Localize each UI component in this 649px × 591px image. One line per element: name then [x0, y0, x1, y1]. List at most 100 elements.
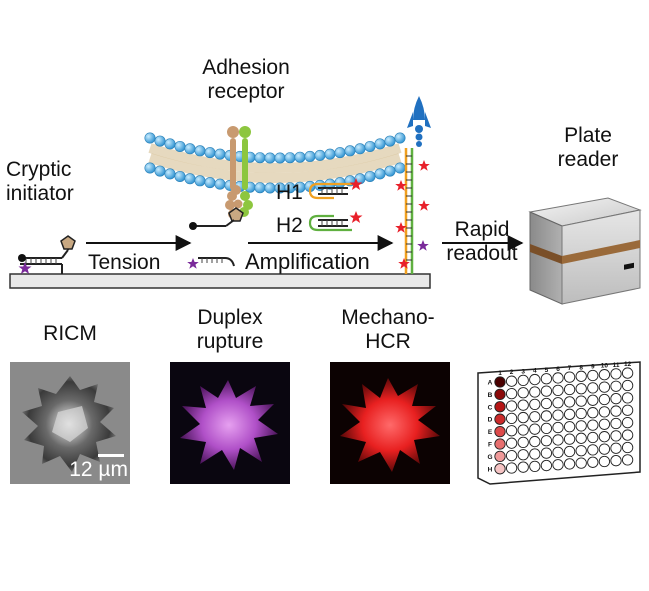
plate-reader-label: Plate reader — [557, 124, 619, 171]
lipid-head — [184, 173, 196, 185]
plate-well — [610, 380, 622, 392]
plate-well — [517, 449, 529, 461]
plate-well — [552, 434, 564, 446]
lipid-head — [204, 177, 216, 189]
released-strand — [198, 257, 235, 267]
plate-row-label: H — [488, 466, 493, 473]
plate-well — [494, 425, 506, 438]
ricm-image: 12 µm — [10, 362, 130, 484]
plate-well — [621, 417, 634, 429]
lipid-head — [384, 135, 396, 147]
plate-well — [517, 374, 529, 387]
plate-well — [529, 423, 541, 435]
plate-well — [587, 456, 599, 468]
plate-well — [494, 376, 506, 388]
red-star-h2 — [349, 211, 363, 223]
plate-well — [552, 459, 564, 471]
plate-row-label: E — [488, 429, 493, 436]
initiator-duplex-left — [18, 235, 76, 274]
scale-bar-label: 12 µm — [69, 458, 128, 481]
lipid-head — [264, 152, 276, 164]
plate-well — [575, 445, 587, 457]
plate-well — [517, 424, 529, 436]
lipid-head — [284, 152, 296, 164]
lipid-head — [144, 162, 156, 174]
plate-well — [575, 383, 587, 395]
plate-well — [587, 431, 599, 444]
hcr-red-stars — [395, 160, 430, 269]
plate-well — [563, 396, 576, 408]
plate-well — [494, 401, 506, 413]
plate-well — [575, 420, 587, 432]
plate-well — [517, 399, 529, 411]
plate-well — [517, 436, 529, 449]
lipid-head — [394, 132, 406, 144]
plate-well — [552, 397, 564, 409]
lipid-head — [314, 179, 326, 191]
plate-well — [529, 373, 541, 386]
plate-well — [598, 418, 611, 430]
plate-row-label: A — [488, 380, 493, 387]
lipid-head — [254, 152, 266, 164]
lipid-head — [374, 168, 386, 180]
plate-well — [517, 461, 529, 473]
lipid-head — [334, 177, 346, 189]
plate-row-label: F — [488, 442, 492, 449]
lipid-head — [204, 147, 216, 159]
lipid-head — [214, 178, 226, 190]
duplex-rupture-image — [170, 362, 290, 484]
lipid-head — [164, 138, 176, 150]
lipid-head — [294, 151, 306, 163]
lipid-head — [264, 182, 276, 194]
plate-row-label: D — [488, 417, 493, 424]
plate-well — [540, 373, 553, 385]
plate-column-label: 6 — [556, 366, 560, 373]
plate-well — [563, 421, 576, 433]
plate-row-label: G — [487, 454, 492, 461]
plate-well — [505, 387, 518, 400]
plate-well — [494, 413, 506, 425]
plate-well — [610, 417, 622, 430]
red-star-h1 — [349, 178, 363, 190]
lipid-head — [374, 138, 386, 150]
plate-well — [587, 394, 599, 406]
lipid-head — [304, 150, 316, 162]
plate-well — [494, 463, 506, 475]
plate-well — [598, 455, 611, 468]
plate-well — [540, 397, 553, 410]
plate-column-label: 3 — [521, 368, 525, 375]
lipid-head — [324, 148, 336, 160]
plate-well — [540, 447, 553, 459]
plate-well — [563, 383, 576, 396]
lipid-head — [194, 175, 206, 187]
plate-well — [598, 381, 611, 393]
plate-well — [621, 441, 634, 454]
plate-well — [552, 372, 564, 384]
plate-well — [494, 450, 506, 463]
lipid-head — [214, 148, 226, 160]
plate-column-label: 8 — [579, 364, 583, 371]
plate-well — [529, 460, 541, 473]
plate-well — [505, 449, 518, 462]
plate-well — [598, 443, 611, 455]
plate-well — [575, 457, 587, 469]
plate-well — [563, 445, 576, 458]
plate-column-label: 2 — [510, 369, 514, 376]
plate-well — [552, 446, 564, 458]
rapid-readout-label: Rapid readout — [446, 218, 518, 265]
amplification-label: Amplification — [245, 249, 370, 274]
lipid-head — [164, 168, 176, 180]
initiator-bound-receptor — [189, 207, 244, 230]
lipid-head — [174, 140, 186, 152]
adhesion-receptor-label: Adhesion receptor — [202, 56, 290, 103]
plate-well — [540, 459, 553, 472]
lipid-head — [384, 165, 396, 177]
plate-well — [610, 442, 622, 454]
plate-column-label: 10 — [601, 363, 609, 370]
plate-well — [587, 369, 599, 382]
plate-well — [517, 411, 529, 424]
plate-well — [494, 438, 506, 450]
plate-column-label: 11 — [613, 362, 620, 369]
